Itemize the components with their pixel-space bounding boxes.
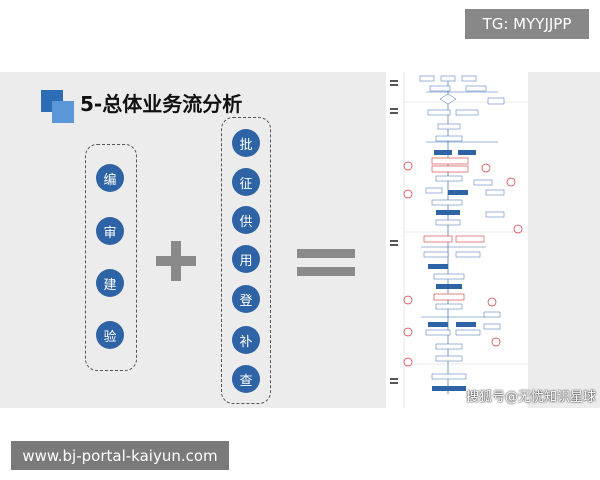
left-group [85,144,137,371]
right-group-item: 登 [232,285,260,313]
slide: 5-总体业务流分析 编 审 建 验 批 征 供 用 登 补 查 [0,72,600,408]
right-group-item: 查 [232,365,260,393]
watermark: 搜狐号@无忧知识星球 [466,390,597,405]
right-group-item: 批 [232,129,260,157]
slide-title: 5-总体业务流分析 [80,92,243,116]
left-group-item: 编 [96,164,124,192]
url-badge: www.bj-portal-kaiyun.com [11,441,229,470]
equals-sign-icon-lower [297,267,355,276]
left-group-item: 审 [96,217,124,245]
tg-badge: TG: MYYJJPP [465,9,589,39]
right-group-item: 征 [232,168,260,196]
title-logo-icon-front [52,101,74,123]
right-group-item: 供 [232,206,260,234]
right-group [221,117,271,404]
equals-sign-icon [297,249,355,258]
right-group-item: 用 [232,245,260,273]
right-group-item: 补 [232,326,260,354]
flowchart-drawing [390,72,528,408]
left-group-item: 建 [96,269,124,297]
left-group-item: 验 [96,321,124,349]
flowchart-image [386,72,528,408]
plus-sign-icon-vertical [171,241,181,281]
